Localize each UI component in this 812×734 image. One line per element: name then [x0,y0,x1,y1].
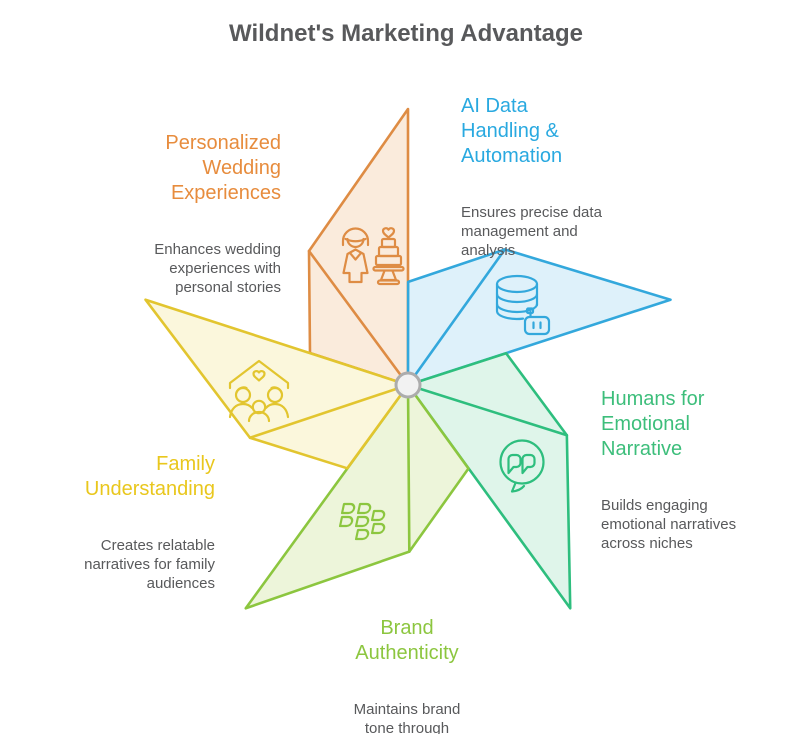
blade-fold-line [307,249,410,387]
section-heading: AI Data Handling & Automation [461,95,563,167]
blackberry-dots-icon [338,502,386,541]
section-description: Enhances wedding experiences with person… [154,241,281,296]
section-description: Ensures precise data management and anal… [461,204,602,259]
quote-bubble-icon [499,439,545,493]
pinwheel-center [394,371,422,399]
section-heading: Humans for Emotional Narrative [601,388,705,460]
blade-fold-line [406,383,411,553]
section-heading: Personalized Wedding Experiences [165,132,281,204]
bride-and-cake-icon [341,227,405,286]
blade-humans-emotional [406,351,572,610]
section-heading: Family Understanding [84,453,215,500]
section-humans-emotional: Humans for Emotional Narrative Builds en… [601,369,736,571]
blade-fold-line [406,248,507,387]
blade-fold-line [248,383,410,440]
section-family-understanding: Family Understanding Creates relatable n… [84,434,215,611]
section-heading: Brand Authenticity [355,617,459,664]
family-house-icon [228,359,290,423]
section-personalized-wedding: Personalized Wedding Experiences Enhance… [154,113,281,315]
section-description: Creates relatable narratives for family … [84,537,215,592]
blade-fold-line [406,383,569,437]
database-robot-icon [495,274,551,336]
section-brand-authenticity: Brand Authenticity Maintains brand tone … [297,598,517,734]
section-description: Builds engaging emotional narratives acr… [601,497,737,552]
section-ai-data-handling: AI Data Handling & Automation Ensures pr… [461,76,602,278]
pinwheel-blades [144,107,672,610]
blade-family-understanding [144,298,410,470]
section-description: Maintains brand tone through collaborati… [353,701,461,734]
page-title: Wildnet's Marketing Advantage [229,20,583,47]
blade-brand-authenticity [244,383,470,610]
